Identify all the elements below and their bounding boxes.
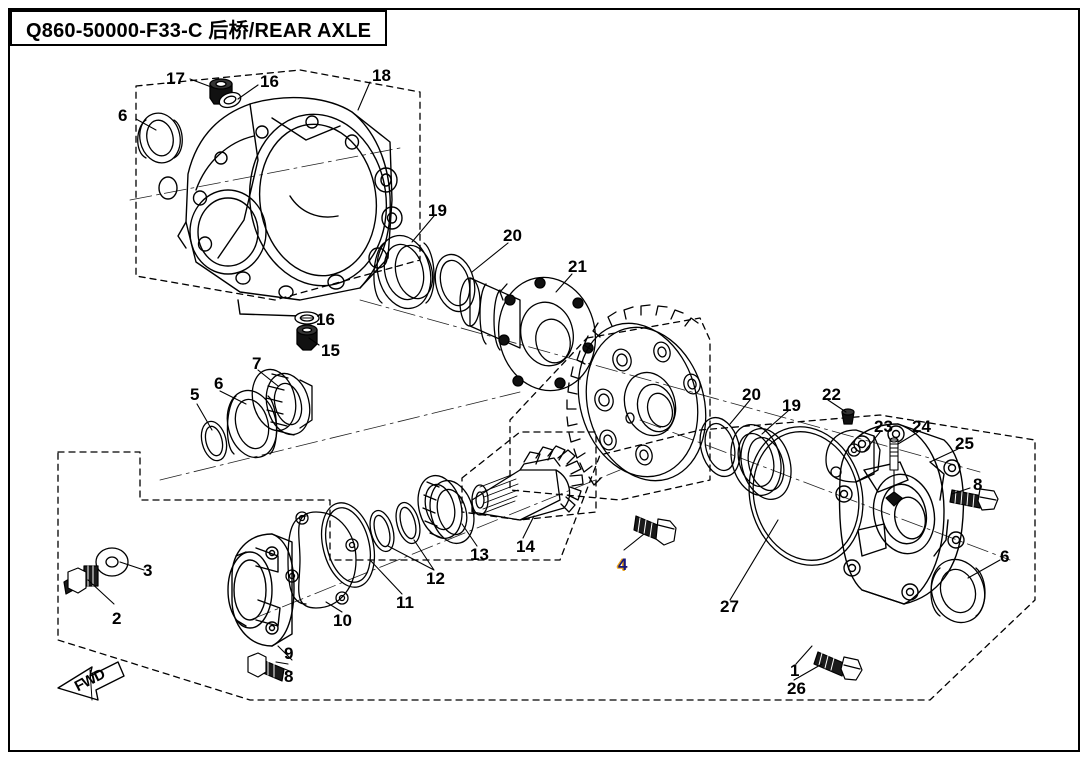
bearing-19-upper: [373, 234, 435, 310]
bearing-19-right: [730, 424, 792, 500]
callout-6-oil-seal-upper-left[interactable]: 6: [118, 106, 128, 125]
title-block: Q860-50000-F33-C 后桥/REAR AXLE: [10, 10, 388, 46]
callout-8-bolt-right[interactable]: 8: [973, 475, 983, 494]
oil-seal-6-right: [930, 558, 986, 624]
callout-13-ball-bearing[interactable]: 13: [470, 545, 489, 564]
callout-6-oil-seal-right[interactable]: 6: [1000, 547, 1010, 566]
o-ring-27: [748, 426, 864, 566]
oil-seal-6-upper: [137, 112, 183, 164]
callout-3-washer[interactable]: 3: [143, 561, 153, 580]
callout-6-oil-seal-lower-left[interactable]: 6: [214, 374, 224, 393]
callout-25-differential-cover[interactable]: 25: [955, 434, 974, 453]
callout-9-bearing-retainer-housing[interactable]: 9: [284, 644, 294, 663]
callout-22-breather-plug[interactable]: 22: [822, 385, 841, 404]
oil-seal-6-lower-left: [226, 389, 278, 459]
bolt-8-right: [949, 488, 999, 511]
leader-lines: [87, 78, 1001, 681]
pinion-drive-gear-14: [471, 445, 584, 521]
callout-18-rear-axle-housing[interactable]: 18: [372, 66, 391, 85]
callout-20-shim-right[interactable]: 20: [742, 385, 761, 404]
callout-10-gasket[interactable]: 10: [333, 611, 352, 630]
o-ring-11: [320, 502, 376, 588]
differential-cover-25: [835, 423, 965, 605]
drive-flange-hub-21: [459, 276, 597, 392]
bearing-retainer-housing-9: [227, 533, 295, 647]
callout-4-hex-flange-bolt[interactable]: 4: [618, 555, 628, 574]
page-title: Q860-50000-F33-C 后桥/REAR AXLE: [26, 19, 372, 42]
crown-ring-gear: [566, 304, 707, 486]
housing-bolt-bosses: [158, 115, 403, 299]
shim-12-inner: [369, 509, 395, 553]
callout-19-bearing-upper[interactable]: 19: [428, 201, 447, 220]
callout-1-rear-axle-assembly[interactable]: 1: [790, 661, 800, 680]
callout-16-sealing-washer-upper[interactable]: 16: [260, 72, 279, 91]
bracket-tab-23: [825, 429, 881, 483]
fwd-arrow-shape: [57, 661, 125, 701]
callout-5-shim-ring[interactable]: 5: [190, 385, 200, 404]
callout-11-o-ring[interactable]: 11: [396, 593, 414, 612]
group-boundary-ring-gear: [509, 317, 711, 501]
ball-bearing-13: [417, 474, 475, 545]
bolt-8-lower-left: [247, 652, 293, 682]
callout-19-bearing-right[interactable]: 19: [782, 396, 801, 415]
callout-2-flange-bolt[interactable]: 2: [112, 609, 122, 628]
flange-bolt-2: [63, 565, 99, 595]
washer-3: [95, 547, 129, 577]
stud-pin-24: [885, 437, 903, 507]
callout-20-shim-upper[interactable]: 20: [503, 226, 522, 245]
callout-12-shim-set[interactable]: 12: [426, 569, 445, 588]
page-border: [8, 8, 1080, 752]
callout-16-sealing-washer-lower[interactable]: 16: [316, 310, 335, 329]
callout-15-drain-plug[interactable]: 15: [321, 341, 340, 360]
callout-26-cover-bolt[interactable]: 26: [787, 679, 806, 698]
rear-axle-housing-18: [158, 96, 403, 317]
callout-8-bolt-lower-left[interactable]: 8: [284, 667, 294, 686]
sealing-washer-16-upper: [218, 91, 242, 109]
shim-20-right: [699, 416, 741, 478]
callout-27-o-ring-large[interactable]: 27: [720, 597, 739, 616]
group-boundary-assembly-outer: [57, 414, 1036, 701]
cover-bolt-26: [813, 651, 863, 681]
shim-5: [200, 420, 228, 462]
drain-plug-15: [296, 324, 318, 351]
hex-flange-bolt-4: [633, 515, 677, 546]
callout-21-drive-flange-hub[interactable]: 21: [568, 257, 587, 276]
callout-17-fill-plug[interactable]: 17: [166, 69, 185, 88]
breather-plug-22: [841, 408, 855, 425]
callout-7-tapered-roller-bearing[interactable]: 7: [252, 354, 262, 373]
callout-14-pinion-drive-gear[interactable]: 14: [516, 537, 535, 556]
gasket-10: [285, 511, 359, 609]
shim-12-outer: [395, 501, 421, 545]
callout-23-bracket-tab[interactable]: 23: [874, 417, 893, 436]
tapered-roller-bearing-7: [251, 368, 313, 436]
shim-20-upper: [434, 253, 476, 313]
callout-24-stud-pin[interactable]: 24: [912, 417, 931, 436]
